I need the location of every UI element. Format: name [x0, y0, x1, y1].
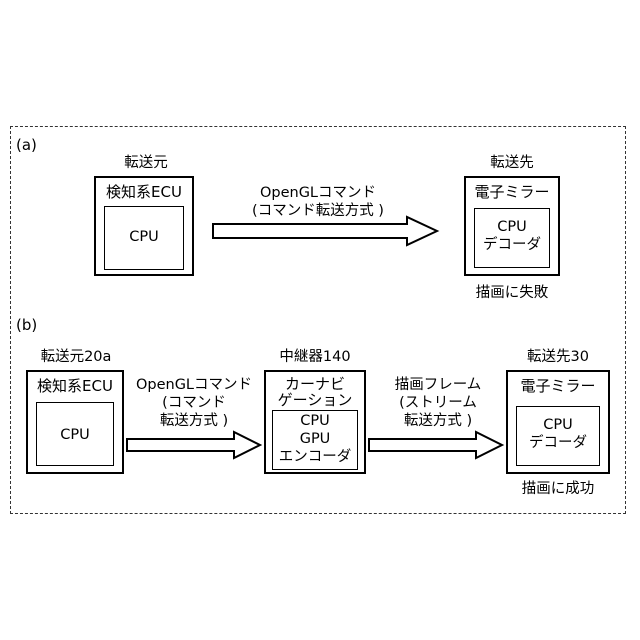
panel-a-dest-title: 電子ミラー [466, 184, 558, 201]
panel-a-arrow [212, 216, 442, 248]
panel-b-arrow2-label-3: 転送方式 ) [370, 414, 506, 430]
panel-a-source-heading: 転送元 [96, 156, 196, 172]
panel-a-dest-cpu: CPU [475, 219, 549, 236]
panel-b-arrow1-label-2: (コマンド [126, 396, 262, 412]
panel-a-dest-result: 描画に失敗 [456, 286, 568, 302]
panel-b-dest-title: 電子ミラー [508, 378, 608, 395]
panel-b-source-heading: 転送元20a [26, 350, 126, 366]
panel-b-relay-box: カーナビ ゲーション CPU GPU エンコーダ [264, 370, 366, 474]
panel-a-dest-heading: 転送先 [464, 156, 560, 172]
panel-b-dest-decoder: デコーダ [517, 435, 599, 452]
panel-b-relay-cpu: CPU [273, 413, 357, 430]
panel-a-source-inner-box: CPU [104, 206, 184, 270]
panel-b-relay-inner-box: CPU GPU エンコーダ [272, 410, 358, 470]
panel-b-arrow2-label-1: 描画フレーム [370, 378, 506, 394]
panel-b-source-inner-box: CPU [36, 402, 114, 466]
panel-a-source-box: 検知系ECU CPU [94, 176, 194, 276]
panel-a-source-title: 検知系ECU [96, 184, 192, 201]
panel-b-tag: (b) [16, 318, 37, 333]
panel-b-dest-box: 電子ミラー CPU デコーダ [506, 370, 610, 474]
panel-a-source-cpu: CPU [105, 229, 183, 246]
panel-a-dest-inner-box: CPU デコーダ [474, 208, 550, 268]
panel-a-tag: (a) [16, 138, 37, 153]
panel-a-dest-decoder: デコーダ [475, 237, 549, 254]
panel-b-source-cpu: CPU [37, 427, 113, 444]
panel-b-arrow-1 [126, 430, 266, 462]
panel-b-arrow1-label-1: OpenGLコマンド [126, 378, 262, 394]
panel-b-relay-title-2: ゲーション [266, 392, 364, 409]
panel-b-relay-gpu: GPU [273, 431, 357, 448]
panel-a-dest-box: 電子ミラー CPU デコーダ [464, 176, 560, 276]
panel-b-arrow2-label-2: (ストリーム [370, 396, 506, 412]
panel-b-dest-cpu: CPU [517, 417, 599, 434]
panel-b-arrow-2 [368, 430, 508, 462]
panel-a-arrow-label-1: OpenGLコマンド [218, 186, 418, 202]
panel-b-source-box: 検知系ECU CPU [26, 370, 124, 474]
panel-b-dest-inner-box: CPU デコーダ [516, 406, 600, 466]
panel-b-dest-result: 描画に成功 [500, 482, 616, 498]
panel-b-relay-heading: 中継器140 [262, 350, 368, 366]
panel-b-arrow1-label-3: 転送方式 ) [126, 414, 262, 430]
panel-b-relay-encoder: エンコーダ [273, 449, 357, 466]
panel-b-source-title: 検知系ECU [28, 378, 122, 395]
panel-b-dest-heading: 転送先30 [506, 350, 610, 366]
